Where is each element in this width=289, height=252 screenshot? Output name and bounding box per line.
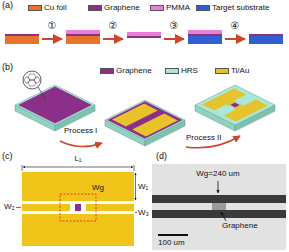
- transfer-stacks: [5, 30, 283, 44]
- step-number: ②: [109, 21, 118, 31]
- dimension-label: W₂: [4, 203, 15, 211]
- step-number: ③: [170, 21, 179, 31]
- legend-text: Graphene: [116, 67, 152, 75]
- micrograph: [152, 164, 286, 250]
- step-number: ④: [231, 21, 240, 31]
- callout-label: Graphene: [222, 222, 258, 230]
- graphene-magnifier: [23, 71, 46, 100]
- legend-text: Ti/Au: [231, 67, 249, 75]
- dimension-label: W₃: [138, 209, 149, 217]
- dimension-label: L₁: [74, 155, 81, 163]
- legend-text: Cu foil: [44, 4, 67, 12]
- cpw-layout: [16, 165, 137, 246]
- legend-swatch: [215, 68, 229, 74]
- scale-label: 100 um: [158, 239, 185, 247]
- legend-swatch: [100, 68, 114, 74]
- legend-swatch: [150, 5, 164, 11]
- panel-label: (a): [2, 1, 13, 10]
- panel-label: (d): [156, 152, 167, 161]
- legend-text: Target substrate: [212, 4, 269, 12]
- dimension-label: Wg: [92, 184, 104, 192]
- legend-swatch: [196, 5, 210, 11]
- legend-swatch: [28, 5, 42, 11]
- device-slabs: [15, 85, 275, 146]
- panel-label: (b): [2, 63, 13, 72]
- legend-text: HRS: [181, 67, 198, 75]
- legend-swatch: [88, 5, 102, 11]
- dimension-label: W₁: [138, 183, 148, 191]
- legend-text: Graphene: [104, 4, 140, 12]
- legend-text: PMMA: [166, 4, 190, 12]
- process-label: Process I: [64, 127, 97, 135]
- step-number: ①: [48, 21, 57, 31]
- dimension-label: Wg=240 um: [196, 170, 239, 178]
- legend-swatch: [165, 68, 179, 74]
- process-label: Process II: [186, 134, 222, 142]
- panel-label: (c): [2, 152, 13, 161]
